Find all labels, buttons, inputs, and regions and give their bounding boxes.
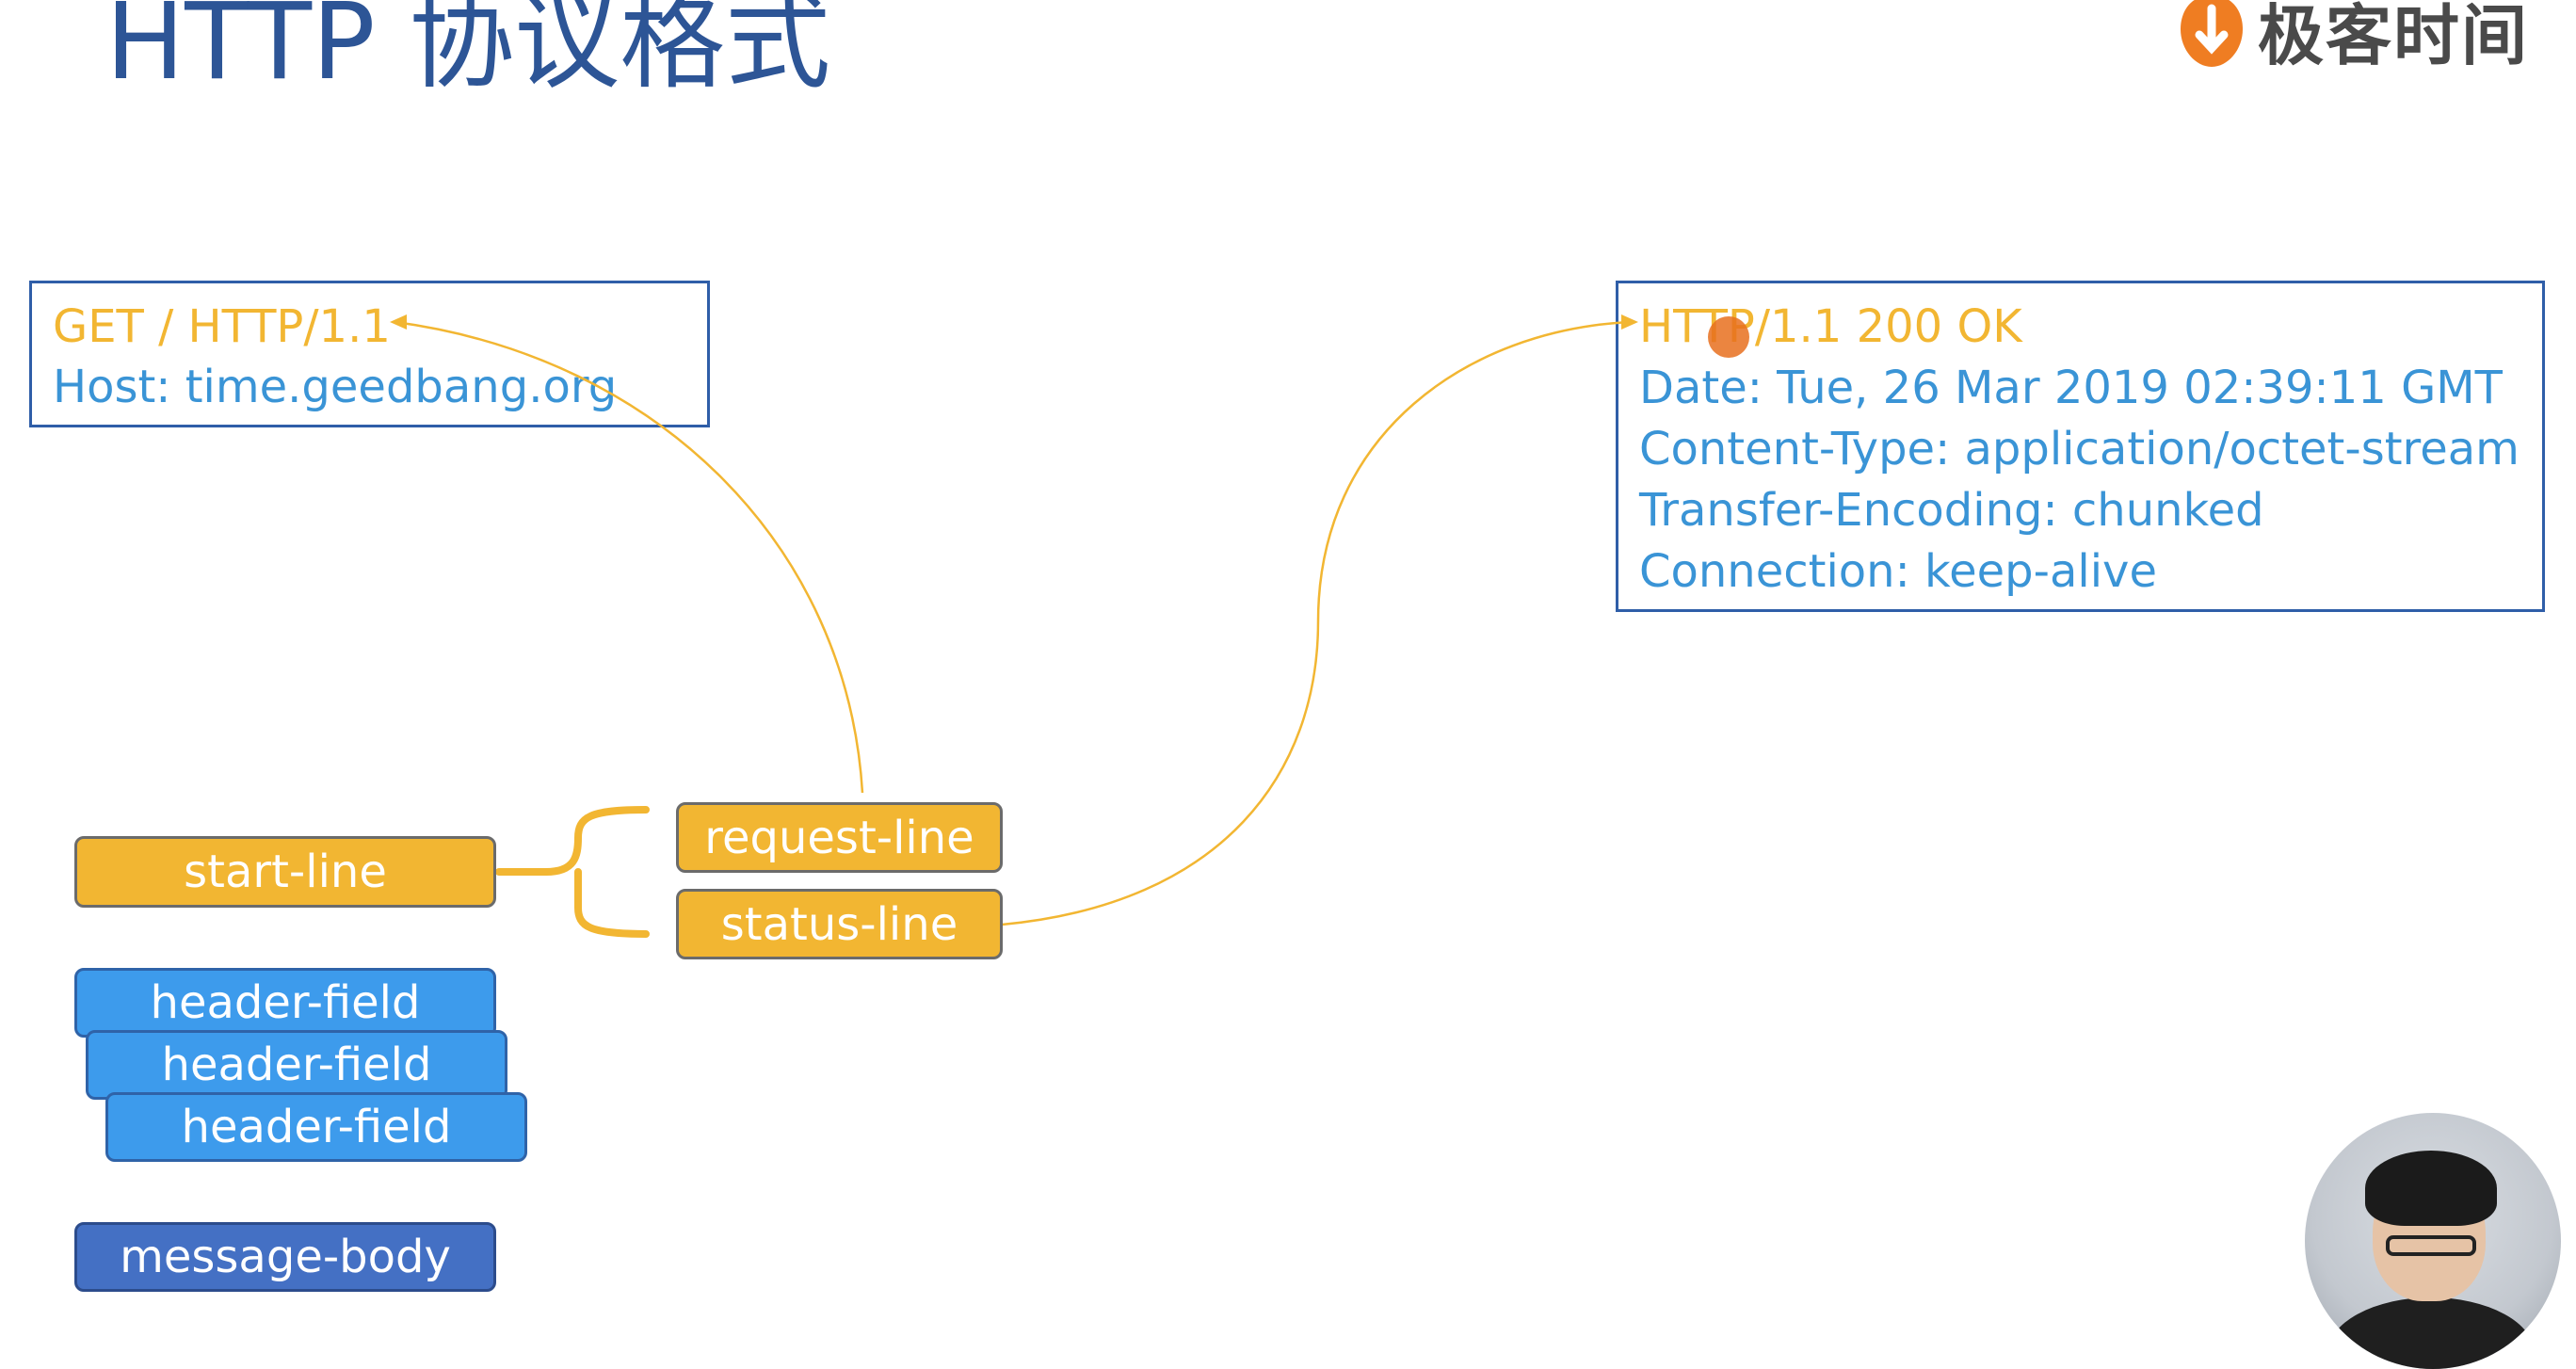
status-line-pill: status-line xyxy=(676,889,1003,959)
logo-text: 极客时间 xyxy=(2258,0,2529,74)
message-body-pill: message-body xyxy=(74,1222,496,1292)
transfer-encoding-header-text: Transfer-Encoding: chunked xyxy=(1639,484,2264,537)
slide-title: HTTP 协议格式 xyxy=(105,0,831,104)
presenter-hair xyxy=(2365,1151,2497,1226)
request-line-pill: request-line xyxy=(676,802,1003,873)
request-line-text: GET / HTTP/1.1 xyxy=(53,300,391,353)
header-field-pill: header-field xyxy=(86,1030,507,1100)
geektime-logo-icon xyxy=(2181,0,2243,67)
content-type-header-text: Content-Type: application/octet-stream xyxy=(1639,423,2520,475)
status-arrowhead xyxy=(1621,314,1638,330)
request-arrowhead xyxy=(390,314,407,330)
presenter-shirt xyxy=(2327,1297,2535,1369)
start-line-pill: start-line xyxy=(74,836,496,908)
connection-header-text: Connection: keep-alive xyxy=(1639,545,2157,598)
presenter-webcam xyxy=(2305,1113,2561,1369)
request-message-box: GET / HTTP/1.1 Host: time.geedbang.org xyxy=(29,281,710,427)
status-line-connector xyxy=(1001,320,1632,926)
header-field-pill: header-field xyxy=(74,968,496,1038)
status-line-text: HTTP/1.1 200 OK xyxy=(1639,300,2022,353)
start-line-brace xyxy=(495,806,650,938)
connector-layer xyxy=(390,314,1638,938)
host-header-text: Host: time.geedbang.org xyxy=(53,361,618,413)
header-field-pill: header-field xyxy=(105,1092,527,1162)
presenter-glasses xyxy=(2386,1235,2476,1256)
request-line-connector xyxy=(394,320,864,794)
brand-logo: 极客时间 xyxy=(2177,0,2529,78)
pointer-highlight xyxy=(1708,316,1749,358)
date-header-text: Date: Tue, 26 Mar 2019 02:39:11 GMT xyxy=(1639,362,2503,414)
response-message-box: HTTP/1.1 200 OK Date: Tue, 26 Mar 2019 0… xyxy=(1616,281,2545,612)
